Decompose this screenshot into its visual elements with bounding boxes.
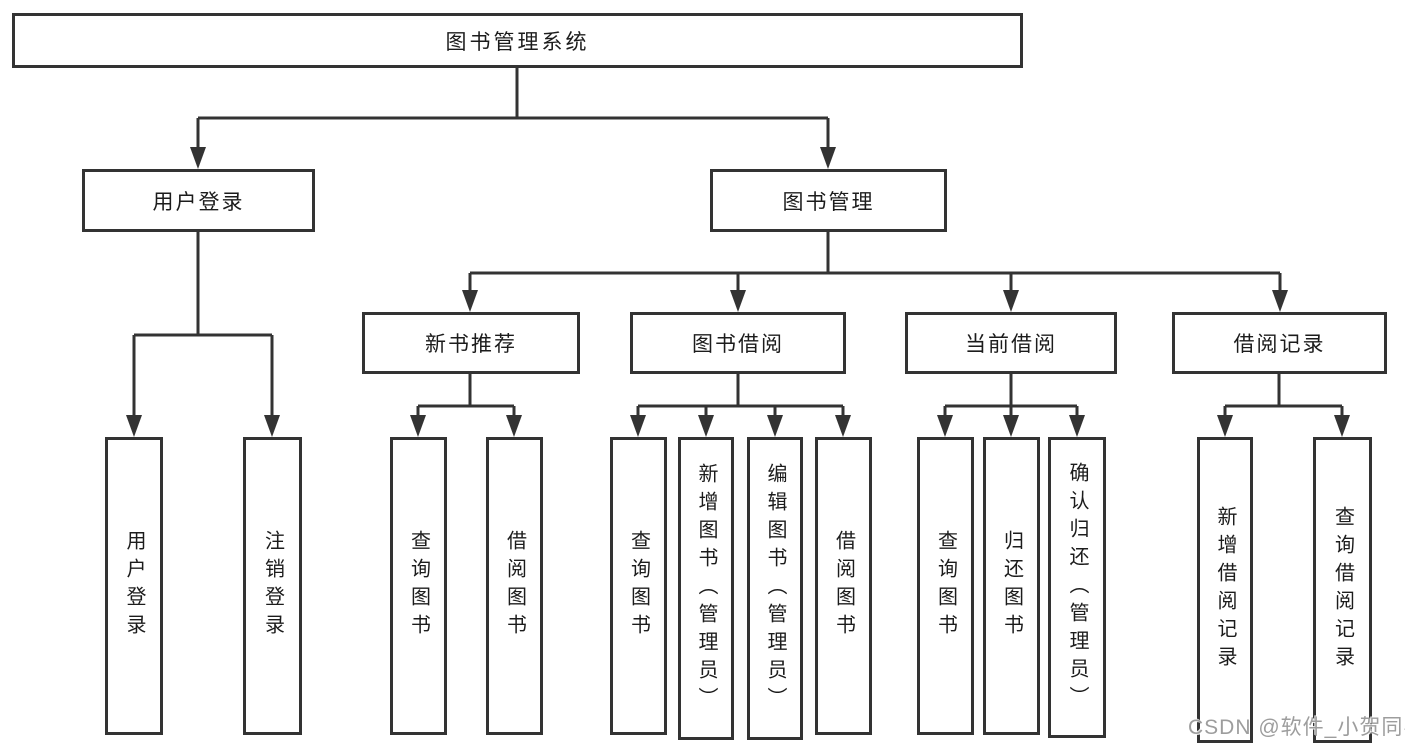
csdn-watermark: CSDN @软件_小贺同学: [1188, 716, 1405, 739]
node-book-management: 图书管理: [710, 169, 947, 232]
node-root-system: 图书管理系统: [12, 13, 1023, 68]
node-book-borrow: 图书借阅: [630, 312, 846, 374]
node-new-book-recommend: 新书推荐: [362, 312, 580, 374]
leaf-borrow-query-books: 查询图书: [610, 437, 667, 735]
leaf-current-return-books: 归还图书: [983, 437, 1040, 735]
leaf-records-add-record: 新增借阅记录: [1197, 437, 1253, 743]
node-user-login: 用户登录: [82, 169, 315, 232]
leaf-current-query-books: 查询图书: [917, 437, 974, 735]
node-borrow-records: 借阅记录: [1172, 312, 1387, 374]
leaf-newrec-query-books: 查询图书: [390, 437, 447, 735]
leaf-newrec-borrow-books: 借阅图书: [486, 437, 543, 735]
leaf-borrow-add-books-admin: 新增图书（管理员）: [678, 437, 734, 740]
leaf-current-confirm-return-admin: 确认归还（管理员）: [1048, 437, 1106, 738]
leaf-borrow-edit-books-admin: 编辑图书（管理员）: [747, 437, 803, 740]
leaf-borrow-borrow-books: 借阅图书: [815, 437, 872, 735]
node-current-borrow: 当前借阅: [905, 312, 1117, 374]
leaf-records-query-record: 查询借阅记录: [1313, 437, 1372, 743]
leaf-logout: 注销登录: [243, 437, 302, 735]
leaf-user-login: 用户登录: [105, 437, 163, 735]
